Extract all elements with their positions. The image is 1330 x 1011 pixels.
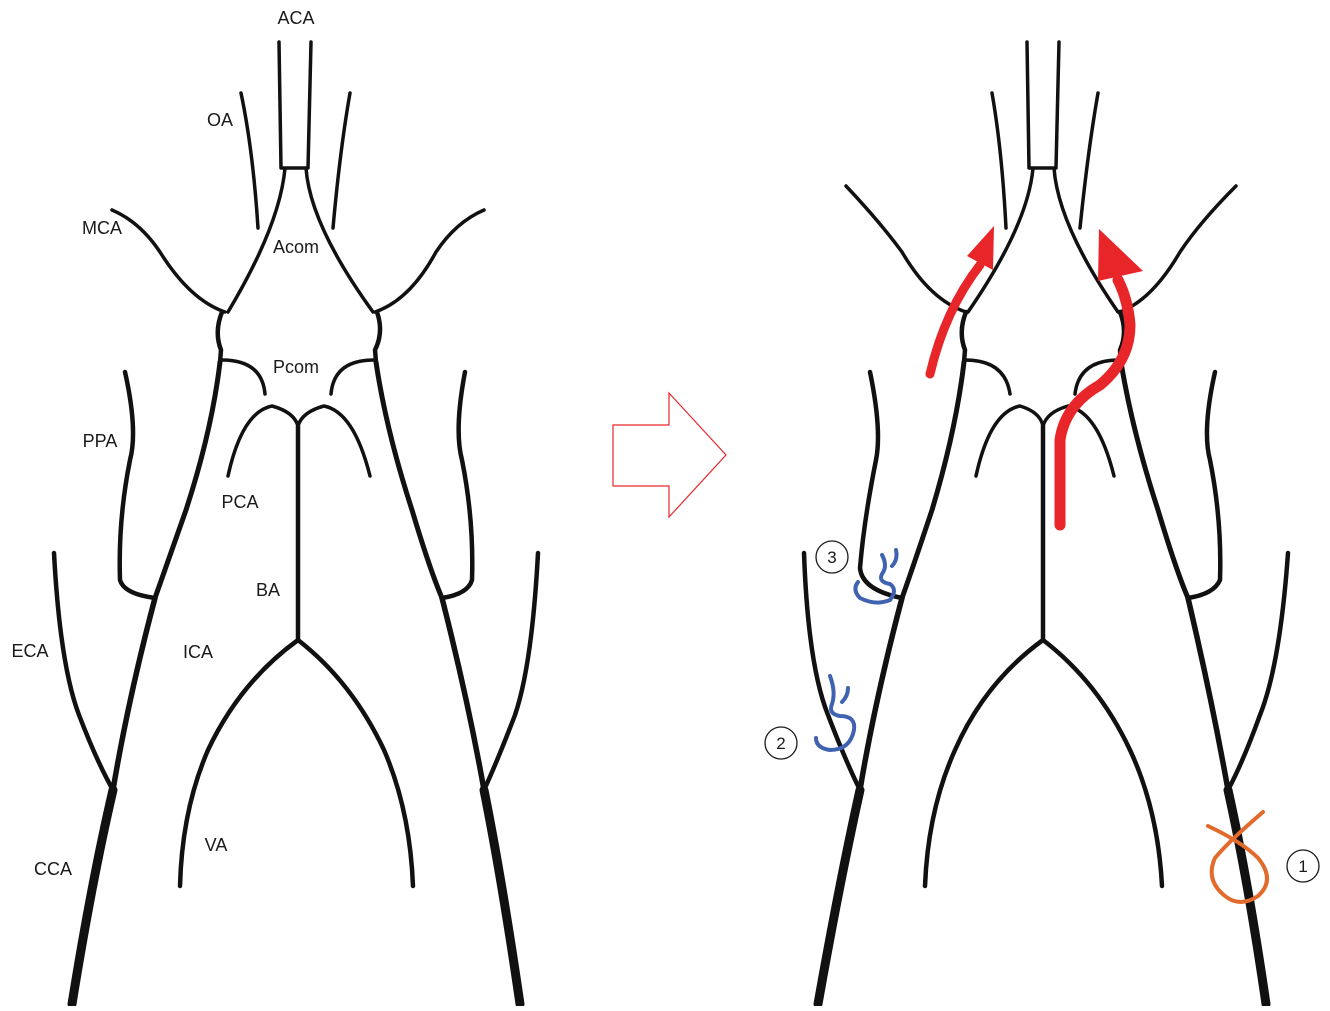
label-ba: BA bbox=[256, 580, 280, 600]
label-va: VA bbox=[205, 835, 228, 855]
ligature-3-number: 3 bbox=[827, 548, 836, 567]
label-mca: MCA bbox=[82, 218, 122, 238]
right-mca-vessel bbox=[846, 186, 1236, 312]
flow-arrow-left bbox=[930, 265, 980, 374]
left-anatomy bbox=[54, 42, 538, 1004]
left-circle bbox=[218, 312, 380, 362]
label-ppa: PPA bbox=[83, 431, 118, 451]
left-mca-vessel bbox=[112, 210, 484, 312]
ligature-1-number: 1 bbox=[1298, 857, 1307, 876]
label-cca: CCA bbox=[34, 859, 72, 879]
label-aca: ACA bbox=[277, 8, 314, 28]
right-circle bbox=[962, 312, 1124, 362]
right-va-vessel bbox=[925, 640, 1162, 886]
label-oa: OA bbox=[207, 110, 233, 130]
right-oa-vessel bbox=[992, 93, 1098, 228]
label-eca: ECA bbox=[11, 641, 48, 661]
label-pcom: Pcom bbox=[273, 357, 319, 377]
ligature-1: 1 bbox=[1208, 812, 1319, 902]
flow-arrow-right-head bbox=[1098, 229, 1143, 281]
right-cca-vessel bbox=[818, 790, 1266, 1004]
transition-arrow bbox=[613, 393, 726, 517]
left-cca-vessel bbox=[72, 790, 520, 1004]
label-acom: Acom bbox=[273, 237, 319, 257]
ligature-2: 2 bbox=[765, 676, 854, 759]
label-ica: ICA bbox=[183, 642, 213, 662]
left-oa-vessel bbox=[241, 93, 350, 228]
ligature-2-number: 2 bbox=[776, 734, 785, 753]
right-aca-vessel bbox=[968, 42, 1118, 312]
left-aca-vessel bbox=[228, 42, 373, 312]
left-labels: ACA OA MCA Acom Pcom PPA PCA BA ECA ICA … bbox=[11, 8, 319, 879]
label-pca: PCA bbox=[221, 492, 258, 512]
